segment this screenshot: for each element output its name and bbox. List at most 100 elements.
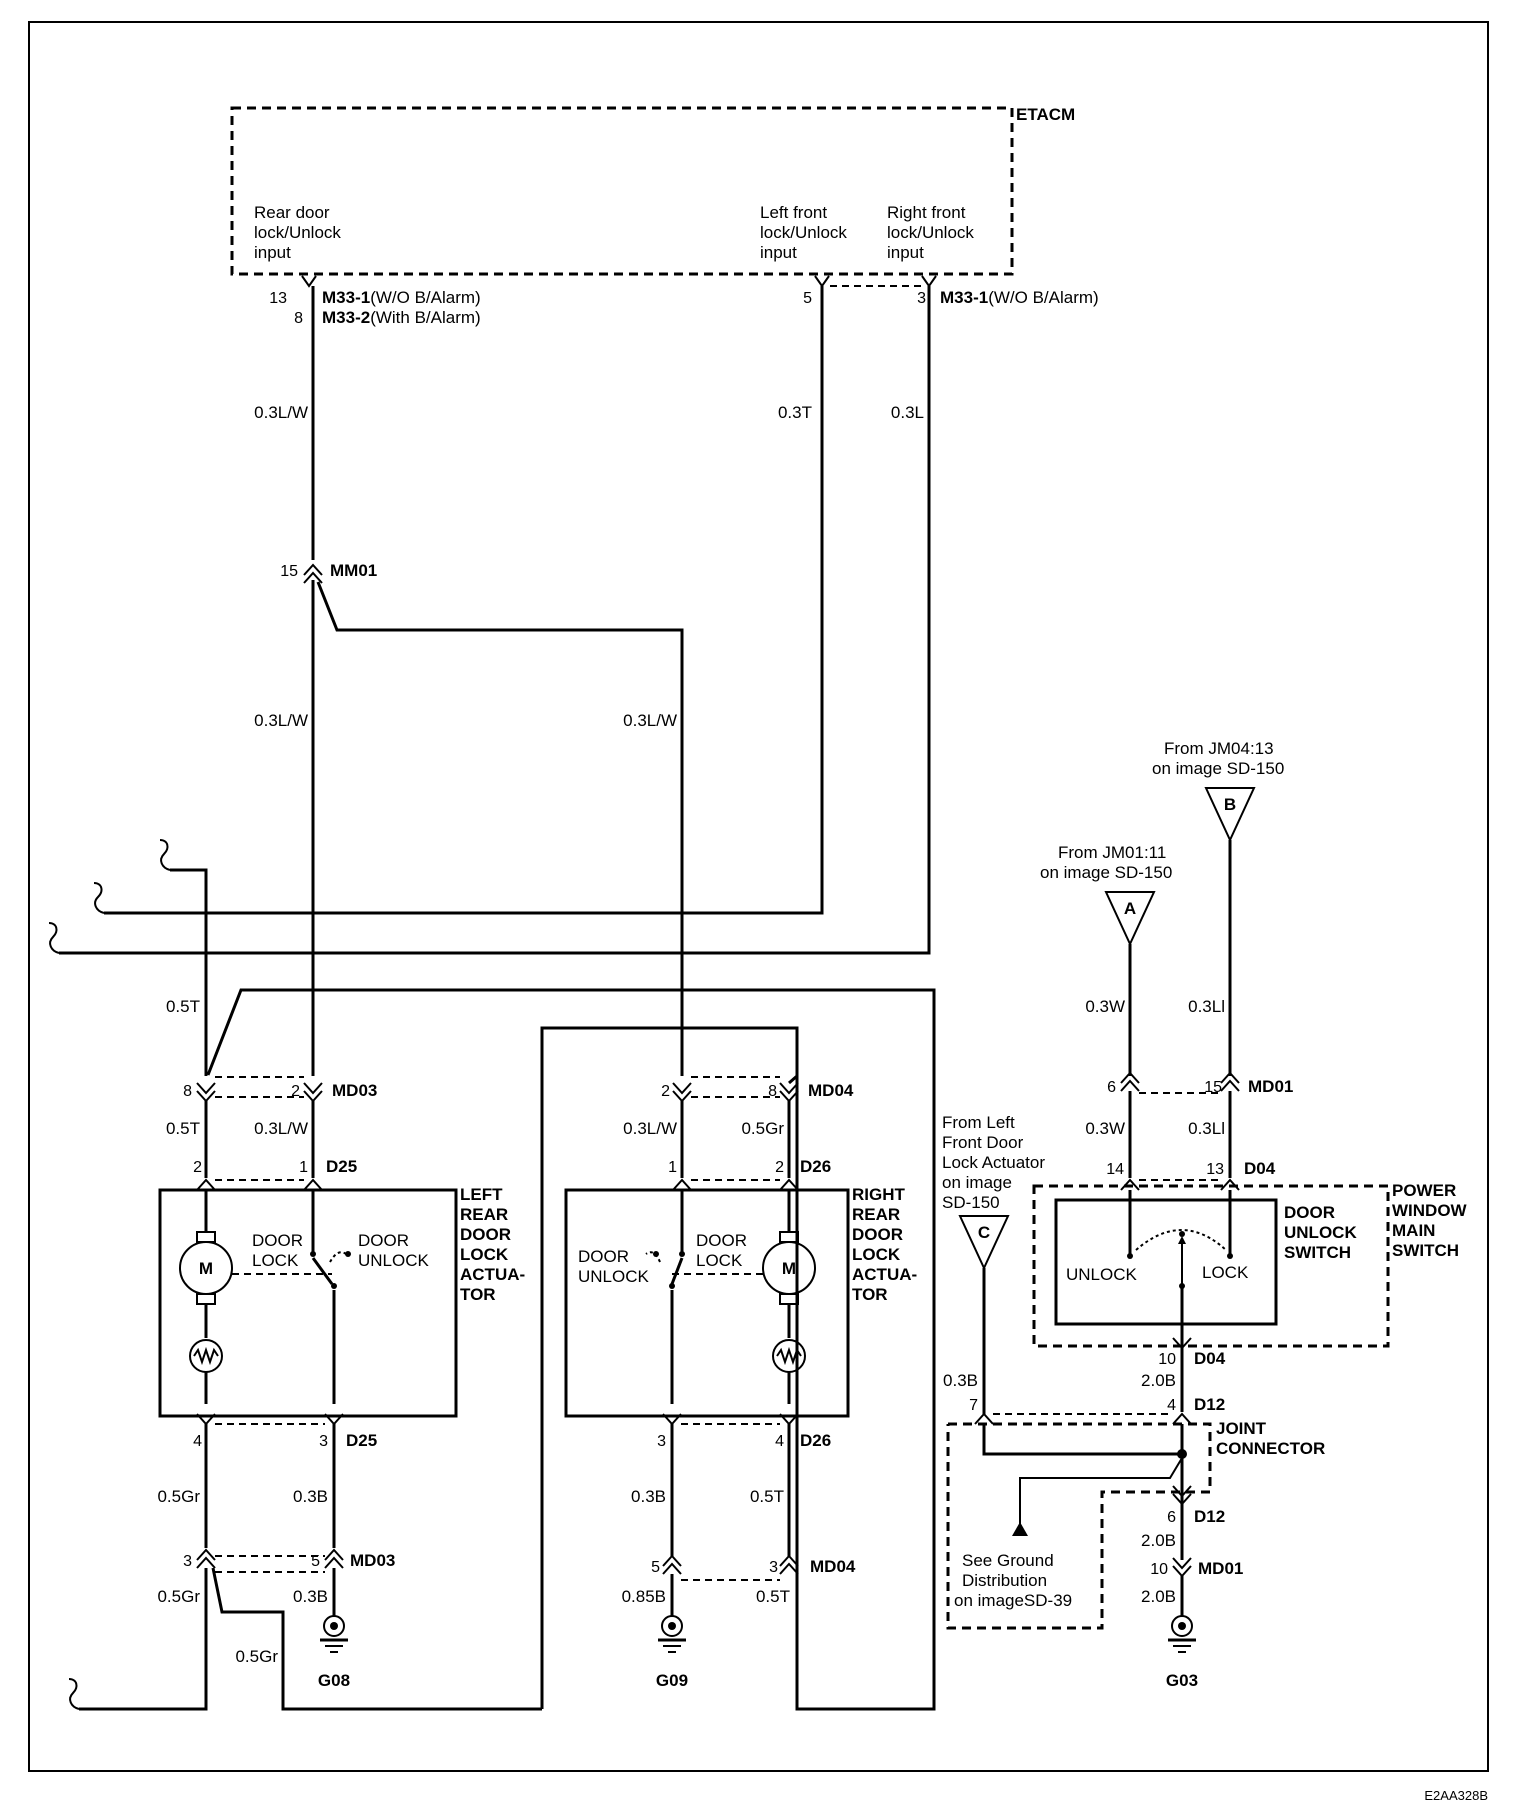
pin-label: 5 (651, 1559, 660, 1576)
left-door-lock-2: LOCK (252, 1251, 299, 1270)
pin-label: 7 (969, 1397, 978, 1414)
joint-connector-1: JOINT (1216, 1419, 1267, 1438)
left-actuator-name-1: LEFT (460, 1185, 503, 1204)
left-door-unlock-1: DOOR (358, 1231, 409, 1250)
connector-d25-bottom: D25 (346, 1431, 377, 1450)
pin-label: 4 (193, 1433, 202, 1450)
switch-lock-label: LOCK (1202, 1263, 1249, 1282)
connector-d12-bottom: D12 (1194, 1507, 1225, 1526)
ground-note-3: on imageSD-39 (954, 1591, 1072, 1610)
right-door-unlock-2: UNLOCK (578, 1267, 650, 1286)
power-window-4: SWITCH (1392, 1241, 1459, 1260)
etacm-rf-input-3: input (887, 243, 924, 262)
right-door-unlock-1: DOOR (578, 1247, 629, 1266)
etacm-module: ETACM Rear door lock/Unlock input Left f… (230, 105, 1099, 327)
pin-label: 3 (319, 1433, 328, 1450)
left-actuator-name-2: REAR (460, 1205, 508, 1224)
right-actuator-name-2: REAR (852, 1205, 900, 1224)
wire-label: 0.3L/W (254, 403, 308, 422)
wire-label: 0.5T (750, 1487, 784, 1506)
pin-label: 10 (1158, 1351, 1176, 1368)
left-door-unlock-2: UNLOCK (358, 1251, 430, 1270)
lower-middle-wiring (658, 1413, 799, 1709)
right-motor-label: M (782, 1259, 796, 1278)
ref-b-from-1: From JM04:13 (1164, 739, 1274, 758)
ref-c-from-2: Front Door (942, 1133, 1024, 1152)
right-actuator-name-1: RIGHT (852, 1185, 906, 1204)
wire-label: 0.3L/W (254, 1119, 308, 1138)
ref-c-from-1: From Left (942, 1113, 1015, 1132)
conn-m33-2-note: (With B/Alarm) (370, 308, 481, 327)
connector-md01-top: MD01 (1248, 1077, 1293, 1096)
pin-label: 6 (1107, 1079, 1116, 1096)
etacm-rear-input-2: lock/Unlock (254, 223, 341, 242)
conn-m33-2-name: M33-2 (322, 308, 370, 327)
pin-label: 2 (193, 1159, 202, 1176)
wire-label: 0.3T (778, 403, 812, 422)
ref-a-from-1: From JM01:11 (1058, 843, 1166, 862)
wire-label: 0.3Ll (1188, 1119, 1225, 1138)
wire-label: 2.0B (1141, 1587, 1176, 1606)
wire-labels: 0.3L/W 0.3T 0.3L 0.3L/W 0.3L/W 0.5T 0.5T… (157, 403, 1225, 1666)
pin-label: 8 (183, 1083, 192, 1100)
wire-label: 0.3L/W (623, 1119, 677, 1138)
conn-m33-1-name: M33-1 (322, 288, 370, 307)
wire-label: 0.3L (891, 403, 924, 422)
connector-labels: MM01 15 8 2 MD03 2 8 MD04 2 1 D25 1 2 D2… (183, 561, 1293, 1578)
pin-label: 15 (280, 563, 298, 580)
etacm-pin-5: 5 (803, 290, 812, 307)
etacm-lf-input-2: lock/Unlock (760, 223, 847, 242)
ref-a-from-2: on image SD-150 (1040, 863, 1172, 882)
etacm-rear-input-3: input (254, 243, 291, 262)
etacm-pin-8: 8 (294, 310, 303, 327)
left-actuator-name-5: ACTUA- (460, 1265, 525, 1284)
connector-md04-bottom: MD04 (810, 1557, 856, 1576)
pin-label: 1 (668, 1159, 677, 1176)
switch-name-2: UNLOCK (1284, 1223, 1357, 1242)
left-motor-label: M (199, 1259, 213, 1278)
connector-d04-top: D04 (1244, 1159, 1276, 1178)
wire-label: 0.85B (622, 1587, 666, 1606)
pin-label: 14 (1106, 1161, 1124, 1178)
ground-note-1: See Ground (962, 1551, 1054, 1570)
connector-d25-top: D25 (326, 1157, 357, 1176)
connector-d12-top: D12 (1194, 1395, 1225, 1414)
etacm-rf-input-2: lock/Unlock (887, 223, 974, 242)
ref-c-from-5: SD-150 (942, 1193, 1000, 1212)
etacm-rear-input-1: Rear door (254, 203, 330, 222)
pin-label: 2 (661, 1083, 670, 1100)
pin-label: 2 (291, 1083, 300, 1100)
lower-left-wiring (79, 1413, 542, 1711)
right-door-lock-2: LOCK (696, 1251, 743, 1270)
etacm-conn-m33-1-right: M33-1(W/O B/Alarm) (940, 288, 1099, 307)
left-actuator-name-3: DOOR (460, 1225, 511, 1244)
left-actuator-name-6: TOR (460, 1285, 496, 1304)
etacm-conn-m33-1-left: M33-1(W/O B/Alarm) (322, 288, 481, 307)
ground-g03: G03 (1166, 1671, 1198, 1690)
pin-label: 5 (311, 1553, 320, 1570)
ref-a-label: A (1124, 899, 1136, 918)
etacm-pin-13: 13 (269, 290, 287, 307)
pin-label: 4 (1167, 1397, 1176, 1414)
connector-md04-top: MD04 (808, 1081, 854, 1100)
right-door-lock-1: DOOR (696, 1231, 747, 1250)
left-actuator-name-4: LOCK (460, 1245, 509, 1264)
ref-b-label: B (1224, 795, 1236, 814)
joint-connector-2: CONNECTOR (1216, 1439, 1325, 1458)
right-actuator-name-6: TOR (852, 1285, 888, 1304)
wire-label: 0.3B (293, 1487, 328, 1506)
etacm-lf-input-3: input (760, 243, 797, 262)
ref-b-from-2: on image SD-150 (1152, 759, 1284, 778)
connector-d04-bottom: D04 (1194, 1349, 1226, 1368)
ground-note-2: Distribution (962, 1571, 1047, 1590)
etacm-rf-input-1: Right front (887, 203, 966, 222)
conn-m33-1-right-note: (W/O B/Alarm) (988, 288, 1099, 307)
etacm-pin-3: 3 (917, 290, 926, 307)
right-actuator-name-5: ACTUA- (852, 1265, 917, 1284)
conn-m33-1-right-name: M33-1 (940, 288, 988, 307)
left-door-lock-1: DOOR (252, 1231, 303, 1250)
power-window-section: B From JM04:13 on image SD-150 A From JM… (942, 739, 1468, 1653)
ref-c-from-4: on image (942, 1173, 1012, 1192)
ref-c-from-3: Lock Actuator (942, 1153, 1045, 1172)
right-rear-door-lock-actuator: M DOOR UNLOCK DOOR LOCK RIGHT REAR DOOR … (564, 1185, 917, 1418)
